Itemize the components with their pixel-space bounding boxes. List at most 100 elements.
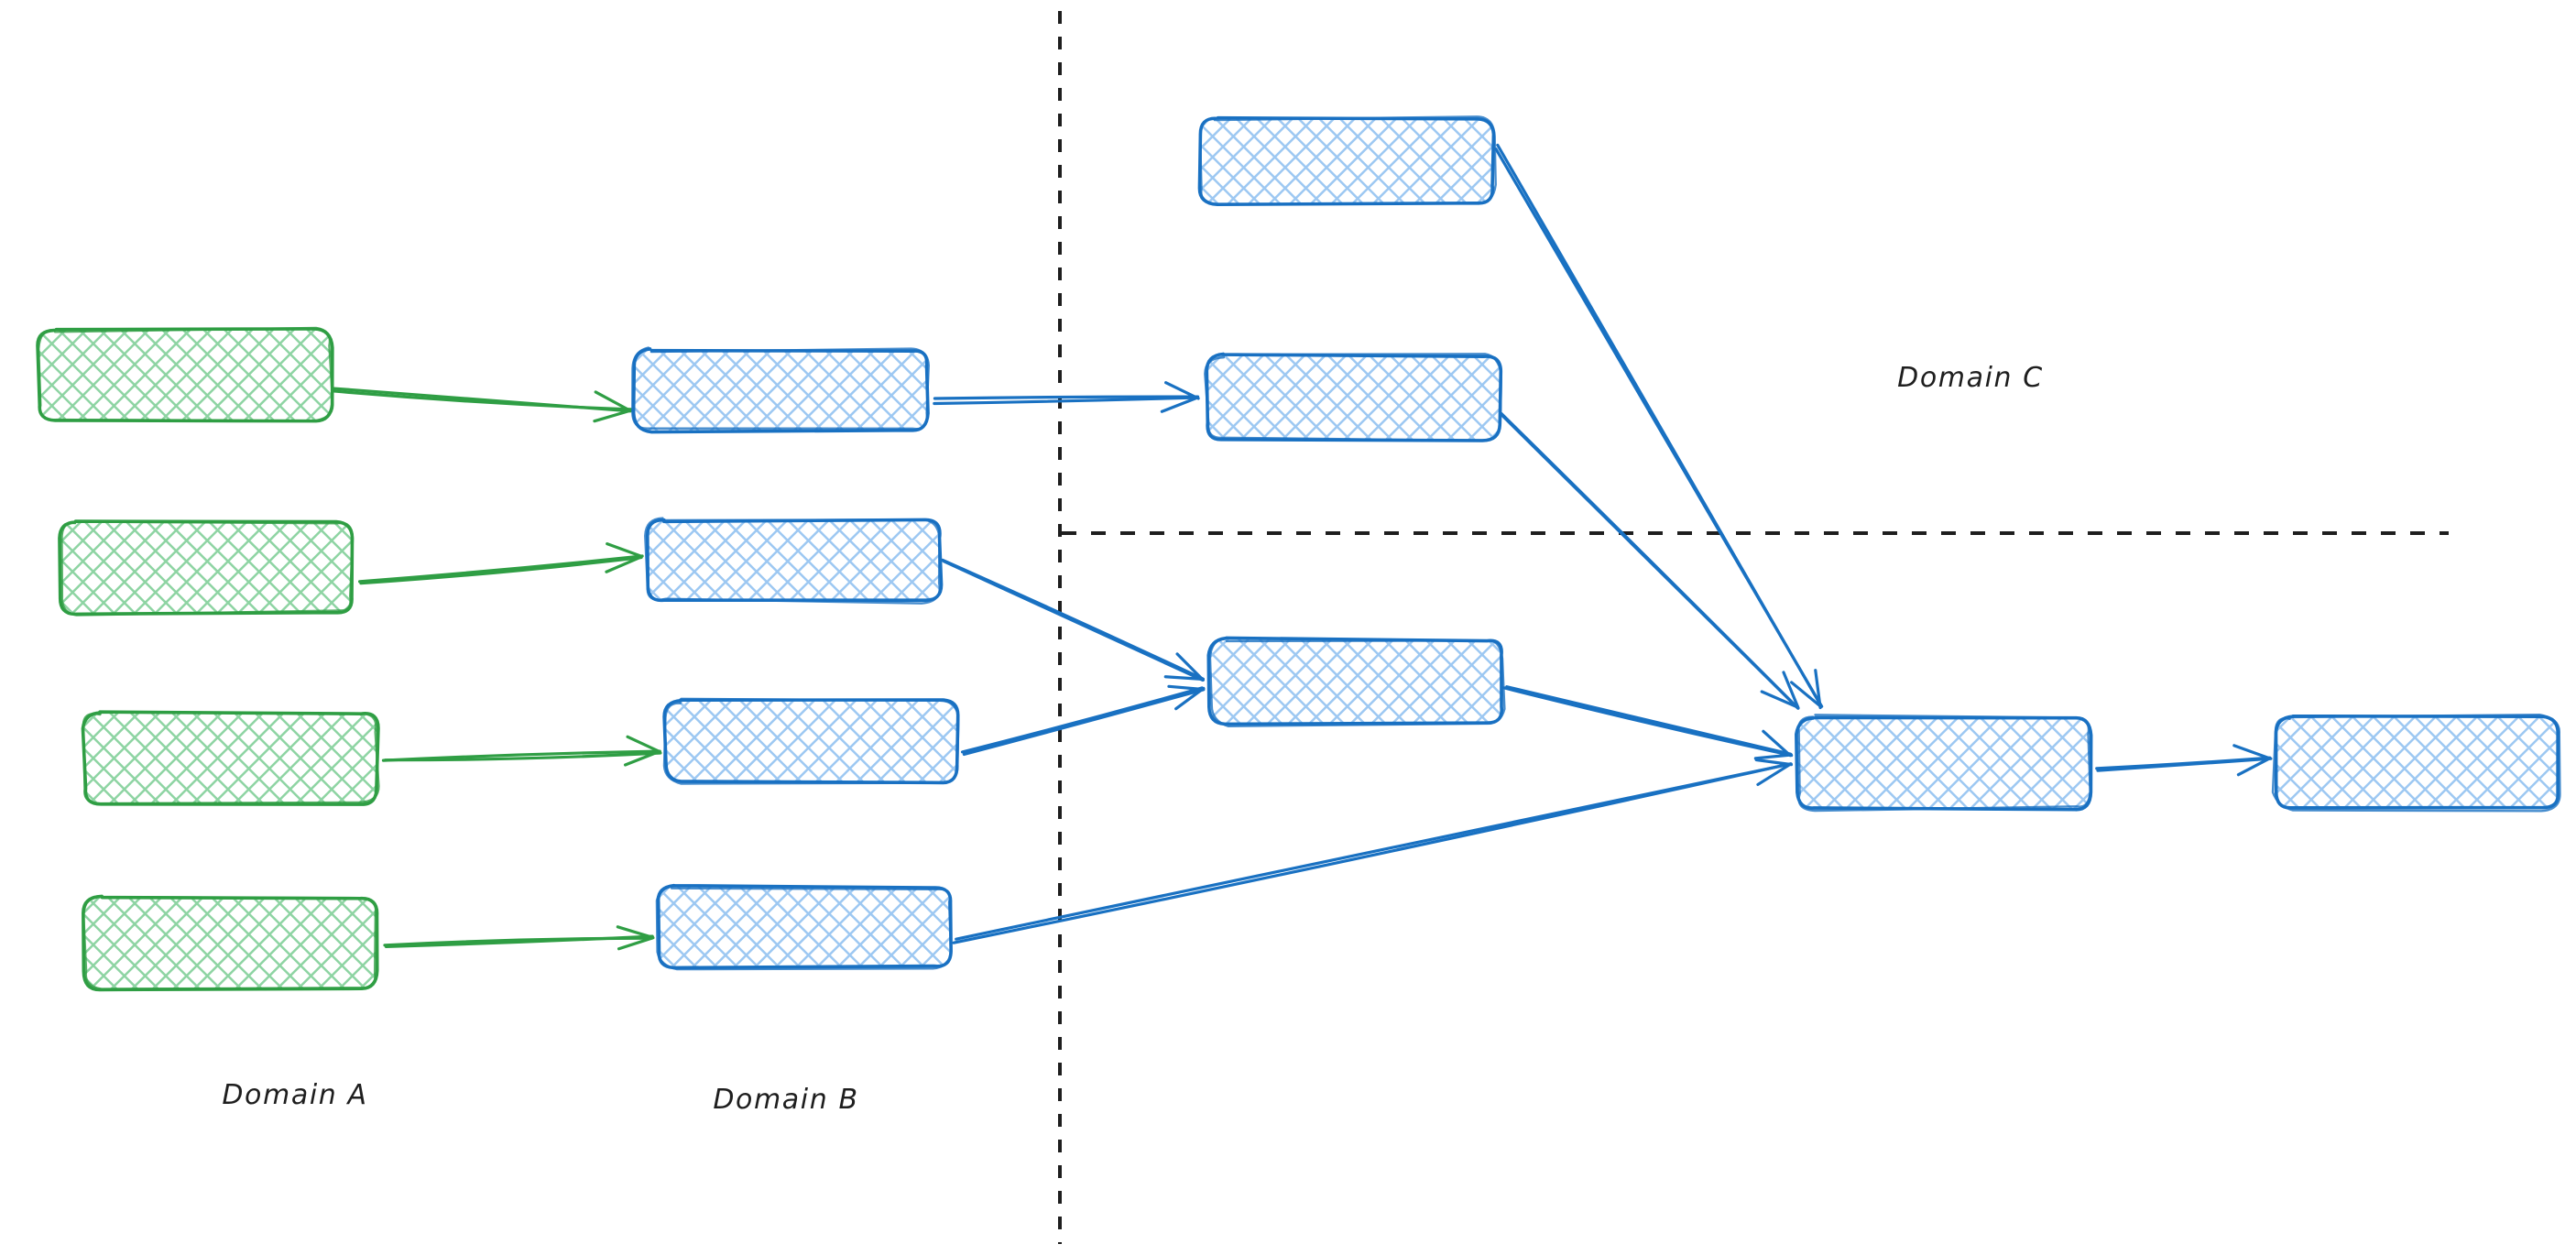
- node-fill: [1797, 717, 2090, 809]
- arrowhead-barb-0: [1174, 686, 1206, 711]
- edge-b2-to-c3: [941, 558, 1206, 682]
- node-outline: [1797, 714, 2091, 813]
- arrowhead-barb-0: [1160, 396, 1199, 413]
- node-c1[interactable]: [1197, 115, 1497, 207]
- node-a3[interactable]: [81, 710, 380, 806]
- node-outline: [662, 697, 960, 785]
- node-fill: [84, 713, 377, 803]
- node-b3[interactable]: [662, 697, 960, 785]
- edge-a3-to-b3: [381, 735, 662, 767]
- edge-line: [942, 560, 1205, 682]
- node-b4[interactable]: [655, 883, 953, 971]
- arrowhead-barb-0: [2236, 757, 2272, 777]
- edge-line: [359, 555, 643, 585]
- node-outline: [646, 518, 944, 603]
- edge-b3-to-c3: [960, 684, 1206, 757]
- edge-line: [933, 395, 1200, 400]
- edge-layer: [332, 143, 2273, 951]
- edge-line: [933, 396, 1199, 406]
- arrowhead-barb-1: [616, 925, 655, 940]
- node-outline: [631, 346, 931, 431]
- node-outline: [1204, 353, 1503, 442]
- label-domain-b: Domain B: [713, 1084, 858, 1116]
- node-c3[interactable]: [1206, 636, 1506, 727]
- arrowhead-barb-0: [593, 409, 632, 423]
- edge-line: [1497, 410, 1800, 710]
- edge-line: [1505, 685, 1793, 756]
- arrowhead-barb-0: [623, 749, 661, 767]
- divider-layer: [1058, 11, 2449, 1244]
- arrowhead-barb-1: [626, 735, 661, 754]
- node-outline: [1208, 637, 1506, 727]
- arrowhead-barb-0: [1790, 681, 1823, 708]
- edge-hub-to-out: [2095, 744, 2273, 777]
- node-fill: [84, 898, 377, 988]
- node-hub[interactable]: [1795, 714, 2093, 813]
- node-a1[interactable]: [36, 326, 334, 423]
- node-fill: [658, 887, 951, 967]
- node-b1[interactable]: [631, 346, 931, 434]
- edge-line: [962, 688, 1206, 757]
- edge-line: [2096, 757, 2273, 772]
- node-a2[interactable]: [58, 519, 355, 617]
- node-fill: [38, 330, 332, 420]
- arrowhead-barb-1: [1754, 758, 1794, 767]
- node-out[interactable]: [2271, 713, 2561, 813]
- node-fill: [1200, 119, 1493, 203]
- node-outline: [2271, 713, 2561, 813]
- node-layer: [36, 115, 2561, 992]
- edge-c2-to-hub: [1497, 410, 1800, 710]
- node-fill: [665, 701, 958, 781]
- arrowhead-barb-0: [1756, 762, 1793, 787]
- node-fill: [634, 350, 927, 431]
- label-layer: Domain A Domain B Domain C: [222, 362, 2044, 1116]
- label-domain-a: Domain A: [222, 1079, 367, 1111]
- arrowhead-barb-1: [1782, 671, 1800, 710]
- edge-line: [955, 762, 1793, 941]
- edge-line: [332, 389, 633, 411]
- node-outline: [82, 895, 377, 990]
- arrowhead-barb-0: [1753, 753, 1793, 760]
- edge-line: [384, 934, 654, 948]
- node-fill: [60, 522, 353, 613]
- node-outline: [655, 884, 953, 971]
- node-b2[interactable]: [644, 517, 944, 605]
- node-outline: [37, 326, 334, 422]
- edge-line: [1494, 147, 1824, 708]
- arrowhead-barb-1: [1167, 684, 1205, 692]
- arrowhead-barb-0: [1163, 675, 1204, 681]
- arrowhead-barb-1: [1814, 669, 1822, 710]
- arrowhead-barb-0: [605, 555, 642, 573]
- edge-a4-to-b4: [383, 925, 655, 951]
- edge-b4-to-hub: [952, 758, 1794, 944]
- label-domain-c: Domain C: [1897, 362, 2044, 394]
- edge-line: [383, 751, 662, 762]
- node-outline: [82, 711, 380, 805]
- node-fill: [1209, 639, 1502, 724]
- edge-line: [1502, 686, 1794, 758]
- node-outline: [60, 520, 355, 617]
- arrowhead-barb-1: [2232, 744, 2272, 760]
- node-fill: [648, 520, 941, 601]
- arrowhead-barb-1: [606, 542, 644, 558]
- edge-c3-to-hub: [1502, 685, 1794, 760]
- node-outline: [644, 517, 941, 605]
- edge-line: [960, 686, 1204, 754]
- arrowhead-barb-1: [1164, 381, 1200, 400]
- arrowhead-barb-1: [1175, 652, 1206, 682]
- node-fill: [1206, 355, 1500, 440]
- arrowhead-barb-1: [594, 390, 632, 412]
- node-fill: [2276, 717, 2558, 809]
- node-a4[interactable]: [82, 894, 379, 992]
- arrowhead-barb-0: [617, 936, 655, 951]
- arrowhead-barb-1: [1762, 729, 1792, 758]
- node-c2[interactable]: [1204, 352, 1503, 442]
- edge-line: [358, 554, 644, 584]
- arrowhead-barb-0: [1760, 690, 1798, 709]
- edge-a2-to-b2: [358, 542, 644, 585]
- edge-a1-to-b1: [332, 387, 633, 423]
- node-outline: [1198, 115, 1497, 206]
- edge-c1-to-hub: [1494, 143, 1824, 710]
